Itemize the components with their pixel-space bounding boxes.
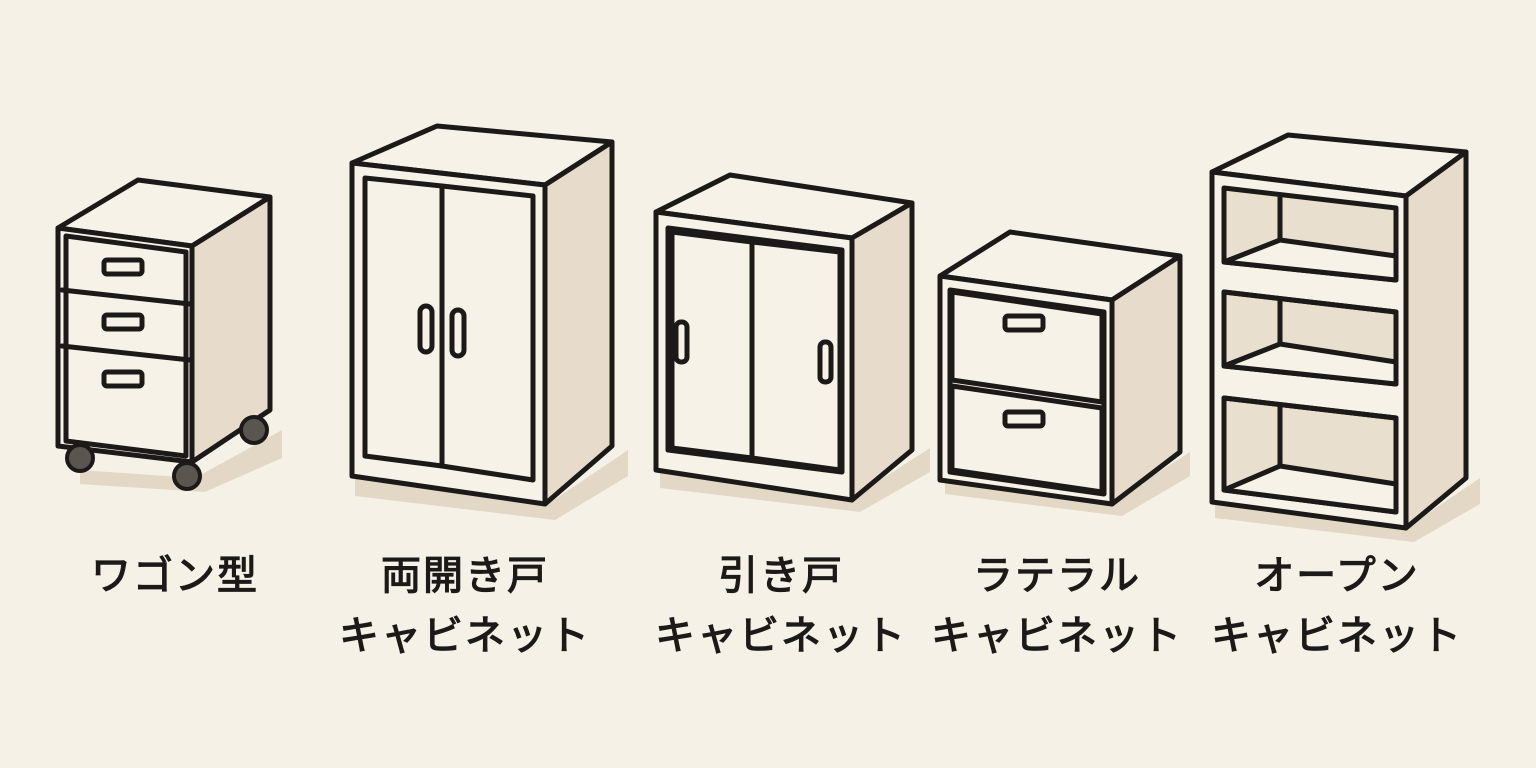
caster-wheel-icon [65, 443, 95, 473]
drawer-handle-icon [101, 257, 145, 277]
open-cabinet-icon [1209, 132, 1480, 542]
sliding-door-cabinet-icon [653, 172, 930, 512]
wagon-cabinet-icon [55, 177, 282, 492]
caster-wheel-icon [239, 415, 269, 445]
caption-wagon: ワゴン型 [40, 546, 310, 606]
door-handle-icon [449, 307, 467, 359]
drawer-handle-icon [1002, 409, 1046, 429]
caption-line: ワゴン型 [91, 553, 259, 599]
drawer-handle-icon [101, 312, 145, 332]
drawer-handle-icon [101, 369, 145, 389]
caption-line: キャビネット [655, 613, 907, 659]
caster-wheel-icon [172, 461, 202, 491]
caption-double-door: 両開き戸 キャビネット [320, 546, 610, 666]
lateral-cabinet-icon [937, 229, 1190, 516]
drawer-handle-icon [1002, 313, 1046, 333]
caption-line: キャビネット [339, 613, 591, 659]
caption-line: キャビネット [1211, 613, 1463, 659]
door-handle-icon [817, 339, 834, 385]
caption-sliding-door: 引き戸 キャビネット [636, 546, 926, 666]
caption-line: ラテラル [973, 553, 1141, 599]
caption-line: 引き戸 [718, 553, 844, 599]
caption-line: キャビネット [931, 613, 1183, 659]
caption-line: 両開き戸 [381, 553, 549, 599]
caption-lateral: ラテラル キャビネット [912, 546, 1202, 666]
door-handle-icon [673, 319, 690, 365]
door-handle-icon [417, 303, 435, 355]
caption-line: オープン [1254, 553, 1420, 599]
double-door-cabinet-icon [349, 123, 628, 520]
caption-open: オープン キャビネット [1192, 546, 1482, 666]
